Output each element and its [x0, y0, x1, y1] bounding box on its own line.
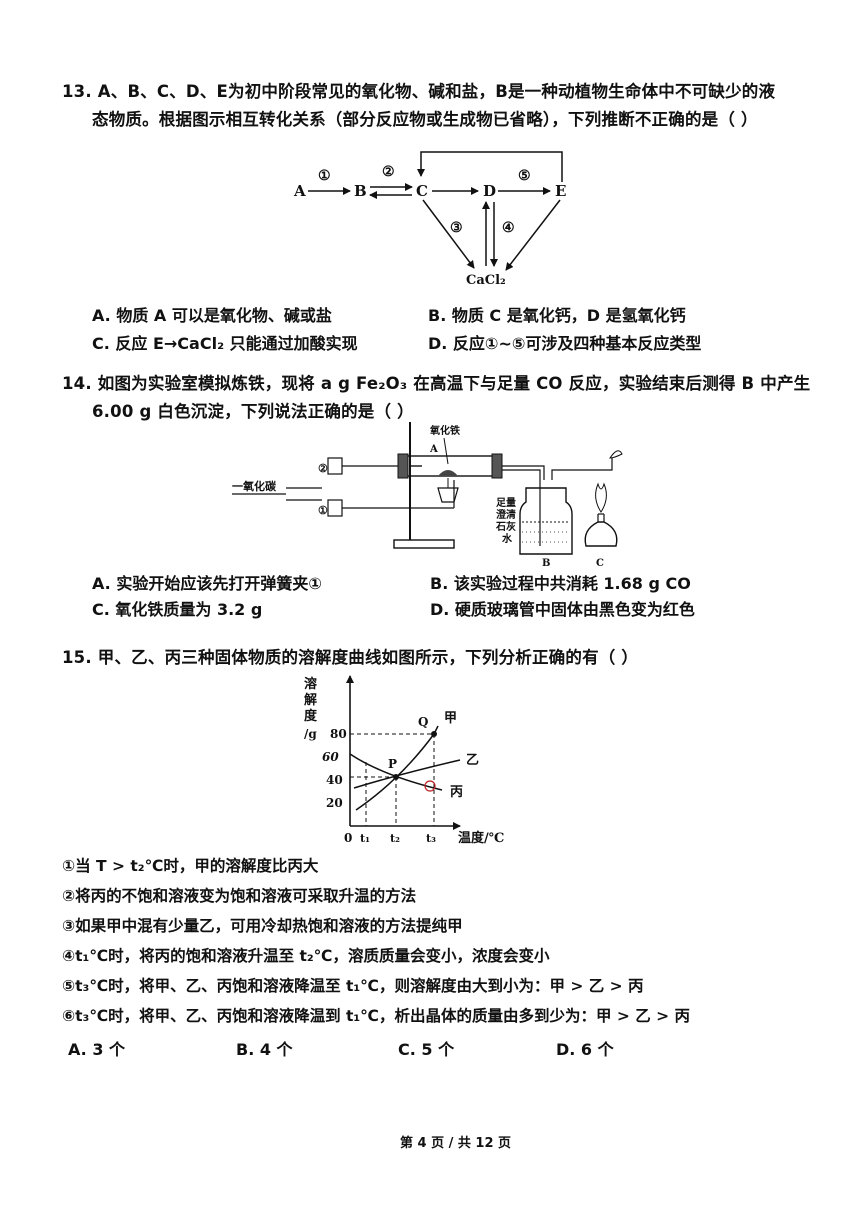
q15-option-a: A. 3 个	[68, 1040, 126, 1059]
node-b: B	[354, 182, 367, 200]
q15-option-b: B. 4 个	[236, 1040, 293, 1059]
page-number: 第 4 页 / 共 12 页	[400, 1136, 512, 1151]
q15-statement-4: ④t₁℃时，将丙的饱和溶液升温至 t₂℃，溶质质量会变小，浓度会变小	[62, 947, 550, 965]
q14-stem-line2: 6.00 g 白色沉淀，下列说法正确的是（ ）	[92, 402, 414, 421]
q15-statement-6: ⑥t₃℃时，将甲、乙、丙饱和溶液降温到 t₁℃，析出晶体的质量由多到少为：甲 >…	[62, 1007, 691, 1025]
series-jia-label: 甲	[444, 711, 457, 726]
q13-option-a: A. 物质 A 可以是氧化物、碱或盐	[92, 306, 332, 325]
svg-text:②: ②	[382, 164, 395, 180]
series-yi-label: 乙	[466, 753, 479, 768]
co-label: 一氧化碳	[232, 479, 277, 493]
node-a: A	[293, 182, 306, 200]
xlabel: 温度/℃	[458, 830, 504, 846]
ylabel-2: 解	[303, 692, 317, 708]
svg-text:①: ①	[318, 168, 331, 184]
ylabel-3: 度	[304, 708, 318, 724]
limewater-label-2: 澄清	[496, 508, 516, 521]
clip-1-label: ①	[318, 504, 328, 517]
svg-text:④: ④	[502, 220, 515, 236]
q14-option-b: B. 该实验过程中共消耗 1.68 g CO	[430, 574, 691, 593]
xtick-t1: t₁	[360, 832, 370, 845]
xtick-t2: t₂	[390, 832, 400, 845]
burner-c-label: C	[596, 558, 604, 568]
q13-stem-line2: 态物质。根据图示相互转化关系（部分反应物或生成物已省略），下列推断不正确的是（ …	[92, 110, 758, 129]
q14-apparatus-diagram: 一氧化碳 ② ① 氧化铁 A 足量 澄清 石灰 水 B C	[232, 422, 623, 568]
q13-conversion-diagram: A B C D E CaCl₂ ① ② ⑤ ③ ④	[293, 151, 566, 288]
q15-solubility-graph: 溶 解 度 /g 80 60 40 20 0 t₁ t₂ t₃ P Q 甲 乙 …	[303, 675, 504, 846]
ylabel-4: /g	[304, 727, 317, 741]
limewater-label-3: 石灰	[495, 520, 516, 533]
node-cacl2: CaCl₂	[466, 273, 506, 288]
limewater-label-1: 足量	[496, 496, 516, 509]
svg-text:③: ③	[450, 220, 463, 236]
q15-statement-2: ②将丙的不饱和溶液变为饱和溶液可采取升温的方法	[62, 887, 417, 905]
node-c: C	[416, 182, 428, 200]
tube-a-label: A	[429, 444, 438, 455]
q13-option-d: D. 反应①~⑤可涉及四种基本反应类型	[428, 334, 702, 353]
q15-option-d: D. 6 个	[556, 1040, 614, 1059]
ylabel-1: 溶	[304, 676, 317, 692]
ytick-80: 80	[330, 727, 347, 741]
q13-stem-line1: 13. A、B、C、D、E为初中阶段常见的氧化物、碱和盐，B是一种动植物生命体中…	[62, 82, 776, 101]
xtick-0: 0	[344, 831, 352, 845]
point-p-label: P	[388, 757, 397, 771]
xtick-t3: t₃	[426, 832, 436, 845]
q14-option-d: D. 硬质玻璃管中固体由黑色变为红色	[430, 600, 695, 619]
q15-statement-5: ⑤t₃℃时，将甲、乙、丙饱和溶液降温至 t₁℃，则溶解度由大到小为：甲 > 乙 …	[62, 977, 644, 995]
limewater-label-4: 水	[501, 532, 513, 545]
clip-2-label: ②	[318, 462, 328, 475]
q14-option-c: C. 氧化铁质量为 3.2 g	[92, 600, 263, 619]
ytick-60: 60	[322, 750, 339, 764]
q14-stem-line1: 14. 如图为实验室模拟炼铁，现将 a g Fe₂O₃ 在高温下与足量 CO 反…	[62, 374, 811, 393]
ytick-40: 40	[326, 773, 343, 787]
svg-text:⑤: ⑤	[518, 168, 531, 184]
bottle-b-label: B	[542, 558, 550, 568]
q14-option-a: A. 实验开始应该先打开弹簧夹①	[92, 574, 322, 593]
ytick-20: 20	[326, 796, 343, 810]
q13-option-b: B. 物质 C 是氧化钙，D 是氢氧化钙	[428, 306, 686, 325]
node-d: D	[483, 182, 496, 200]
q15-stem: 15. 甲、乙、丙三种固体物质的溶解度曲线如图所示，下列分析正确的有（ ）	[62, 648, 639, 667]
q15-statement-3: ③如果甲中混有少量乙，可用冷却热饱和溶液的方法提纯甲	[62, 917, 463, 935]
q15-option-c: C. 5 个	[398, 1040, 455, 1059]
iron-oxide-label: 氧化铁	[429, 424, 460, 437]
point-q-label: Q	[418, 715, 428, 729]
q15-statement-1: ①当 T > t₂℃时，甲的溶解度比丙大	[62, 857, 319, 875]
node-e: E	[555, 182, 566, 200]
series-bing-label: 丙	[450, 785, 463, 800]
q13-option-c: C. 反应 E→CaCl₂ 只能通过加酸实现	[92, 334, 358, 353]
